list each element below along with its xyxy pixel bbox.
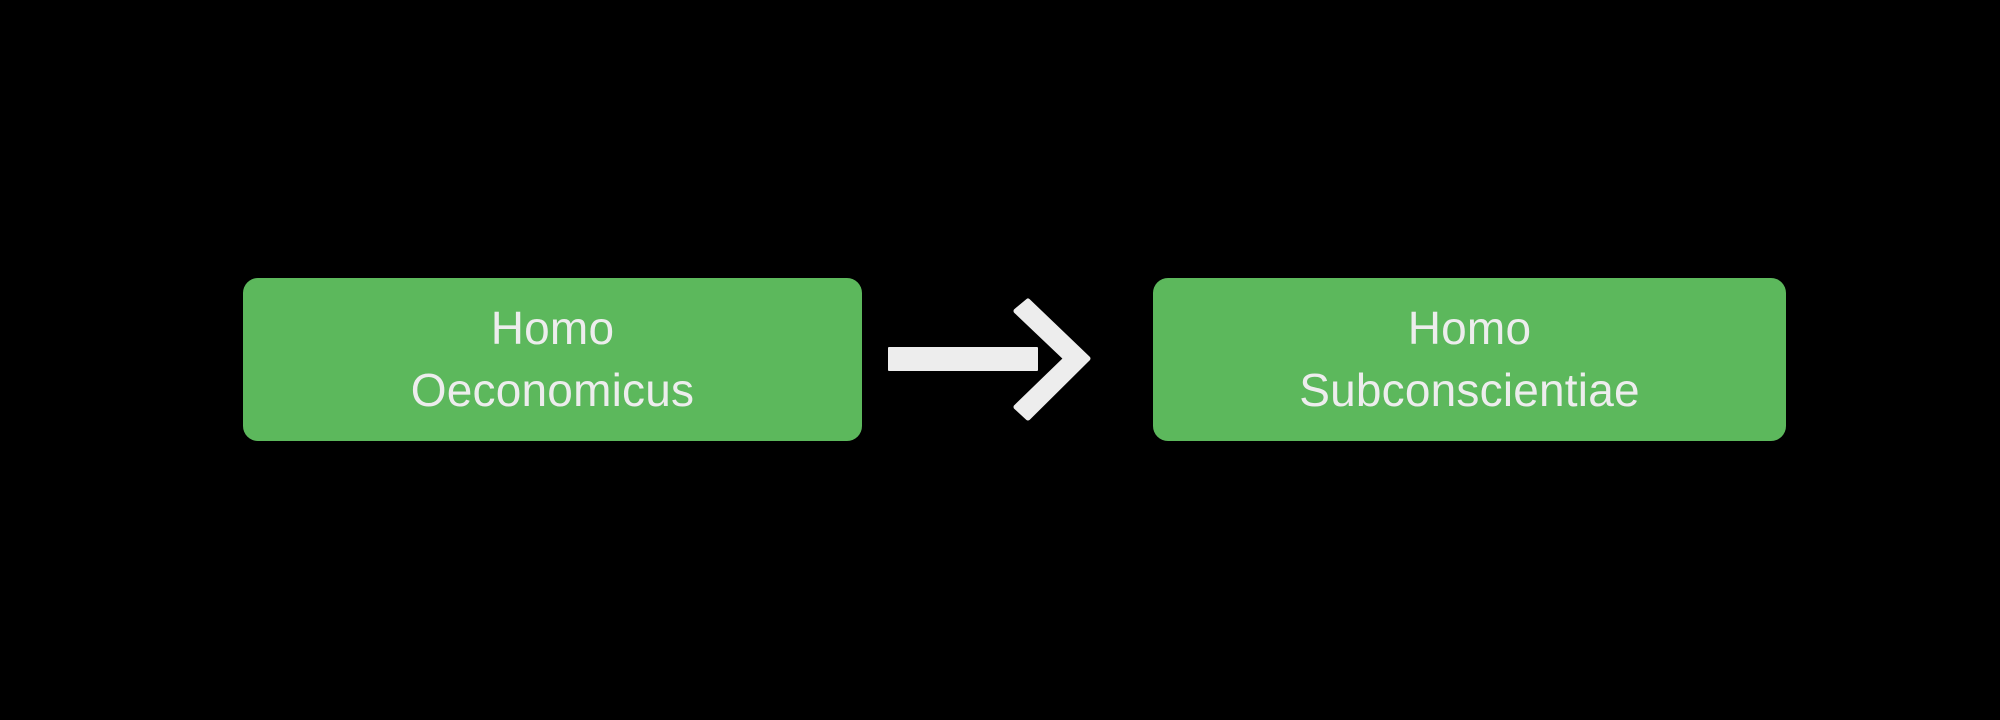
flow-node-label-line-1: Homo: [490, 301, 615, 354]
flow-arrow-right-icon: [880, 295, 1100, 425]
flow-node-label-line-2: Oeconomicus: [410, 363, 695, 416]
flow-node-label-line-2: Subconscientiae: [1299, 363, 1640, 416]
flow-node-homo-oeconomicus[interactable]: Homo Oeconomicus: [243, 278, 862, 441]
flow-node-label-line-1: Homo: [1407, 301, 1532, 354]
flow-node-homo-subconscientiae[interactable]: Homo Subconscientiae: [1153, 278, 1786, 441]
